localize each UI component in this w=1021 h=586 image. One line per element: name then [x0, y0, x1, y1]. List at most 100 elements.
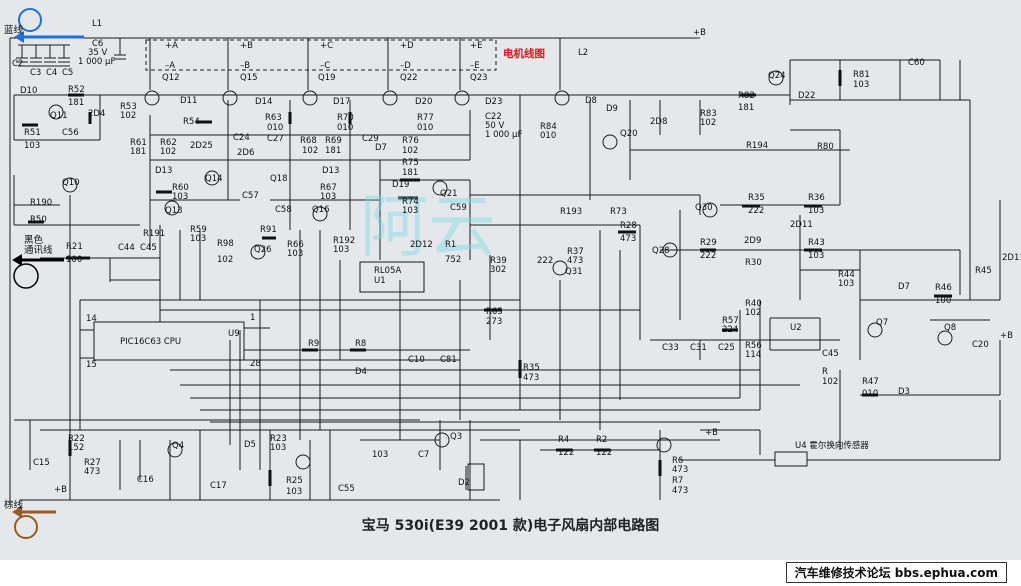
- component-label: R83: [700, 109, 717, 119]
- component-label: D19: [392, 180, 409, 190]
- component-label: R69: [325, 136, 342, 146]
- component-label: 15: [86, 360, 97, 370]
- component-label: R66: [287, 240, 304, 250]
- component-label: C2: [12, 59, 23, 69]
- component-label: 010: [540, 131, 556, 141]
- component-label: R21: [66, 242, 83, 252]
- component-label: 102: [745, 308, 761, 318]
- component-label: Q14: [205, 174, 223, 184]
- component-label: R82: [738, 91, 755, 101]
- component-label: Q21: [440, 189, 458, 199]
- component-label: 103: [853, 80, 869, 90]
- component-label: R27: [84, 458, 101, 468]
- component-label: +B: [693, 28, 706, 38]
- component-label: 473: [672, 465, 688, 475]
- component-label: D11: [180, 96, 197, 106]
- component-label: 114: [745, 350, 761, 360]
- component-label: –E: [470, 61, 480, 71]
- component-label: 100: [66, 255, 82, 265]
- component-label: U1: [374, 276, 386, 286]
- component-label: 122: [558, 448, 574, 458]
- component-label: C17: [210, 481, 227, 491]
- component-label: R91: [260, 225, 277, 235]
- component-label: C25: [718, 343, 735, 353]
- brown-wire-arrow: [12, 506, 56, 539]
- component-label: +B: [240, 41, 253, 51]
- component-label: R47: [862, 377, 879, 387]
- black-comm-wire-label: 黑色通讯线: [24, 234, 53, 256]
- component-label: D9: [606, 104, 618, 114]
- component-label: D20: [415, 97, 432, 107]
- component-label: 2D8: [650, 117, 667, 127]
- blue-wire-arrow: [14, 8, 84, 43]
- component-bodies: [22, 70, 953, 486]
- component-label: R65: [486, 307, 503, 317]
- component-label: C5: [62, 68, 73, 78]
- component-label: R70: [337, 113, 354, 123]
- component-label: Q30: [695, 203, 713, 213]
- component-label: C16: [137, 475, 154, 485]
- component-label: C45: [822, 349, 839, 359]
- component-label: 102: [160, 147, 176, 157]
- component-label: 181: [738, 103, 754, 113]
- component-label: C57: [242, 191, 259, 201]
- component-label: D23: [485, 97, 502, 107]
- component-label: Q22: [400, 73, 418, 83]
- component-label: R192: [333, 236, 355, 246]
- component-label: 14: [86, 314, 97, 324]
- component-label: PIC16C63 CPU: [120, 337, 181, 347]
- component-label: 1: [250, 313, 255, 323]
- component-label: 2D11: [790, 220, 813, 230]
- component-label: C15: [33, 458, 50, 468]
- component-label: C56: [62, 128, 79, 138]
- component-label: R6: [672, 456, 683, 466]
- component-label: C31: [690, 343, 707, 353]
- component-label: C4: [46, 68, 57, 78]
- component-label: R: [822, 367, 828, 377]
- component-label: 103: [286, 487, 302, 497]
- component-label: Q26: [254, 245, 272, 255]
- black-wire-arrow: [12, 254, 64, 289]
- component-label: C27: [267, 134, 284, 144]
- component-label: Q23: [470, 73, 488, 83]
- component-label: R37: [567, 247, 584, 257]
- component-label: +C: [320, 41, 333, 51]
- component-label: R52: [68, 85, 85, 95]
- component-label: R60: [172, 183, 189, 193]
- component-label: R23: [270, 434, 287, 444]
- component-label: 102: [822, 377, 838, 387]
- component-label: D7: [898, 282, 910, 292]
- component-label: R51: [24, 128, 41, 138]
- component-label: 010: [862, 389, 878, 399]
- component-label: 1 000 μF: [485, 130, 522, 140]
- component-label: –A: [165, 61, 175, 71]
- component-label: C20: [972, 340, 989, 350]
- component-label: C58: [275, 205, 292, 215]
- component-label: C44: [118, 243, 135, 253]
- motor-lines-label: 电机线图: [503, 47, 545, 60]
- component-label: +A: [165, 41, 178, 51]
- component-label: R9: [308, 339, 319, 349]
- component-label: R44: [838, 270, 855, 280]
- component-label: Q18: [270, 174, 288, 184]
- component-label: D17: [333, 97, 350, 107]
- component-label: 302: [490, 265, 506, 275]
- component-label: 222: [700, 251, 716, 261]
- component-label: R46: [935, 283, 952, 293]
- component-label: R39: [490, 256, 507, 266]
- component-label: R25: [286, 476, 303, 486]
- component-label: –D: [400, 61, 411, 71]
- component-label: 103: [287, 249, 303, 259]
- component-label: Q20: [620, 129, 638, 139]
- component-label: 010: [337, 123, 353, 133]
- component-label: 222: [537, 256, 553, 266]
- component-label: R62: [160, 138, 177, 148]
- component-label: C29: [362, 134, 379, 144]
- component-label: 100: [935, 296, 951, 306]
- component-label: 181: [402, 168, 418, 178]
- component-label: 2D11: [1002, 253, 1021, 263]
- component-label: C55: [338, 484, 355, 494]
- component-label: R77: [417, 113, 434, 123]
